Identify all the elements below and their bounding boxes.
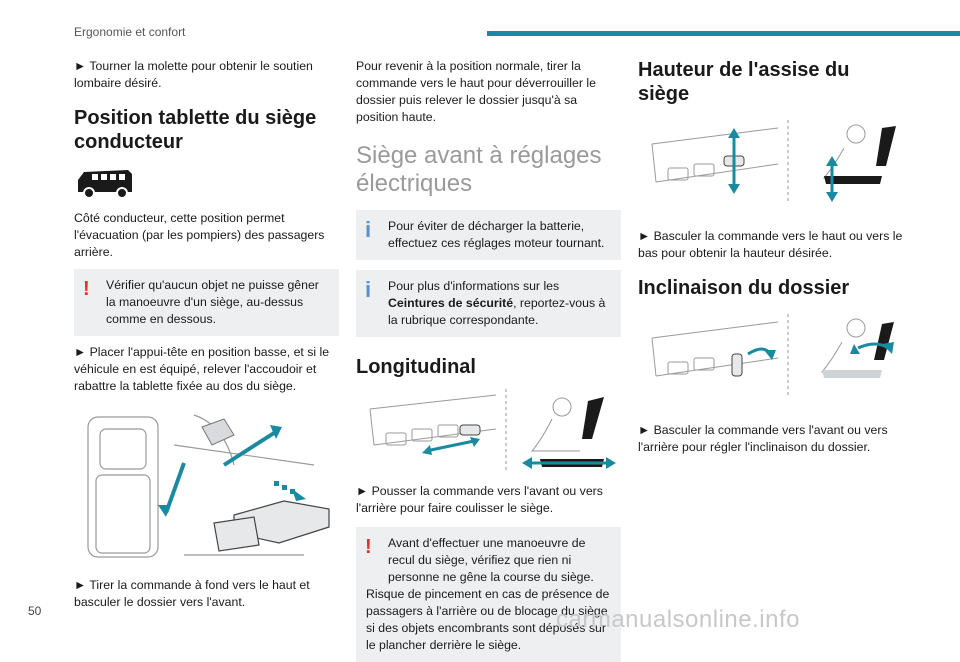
longitudinal-illustration [356,389,621,471]
page-number: 50 [28,604,42,618]
pull-handle-step: ► Tirer la commande à fond vers le haut … [74,578,310,609]
longitudinal-heading: Longitudinal [356,356,476,378]
backrest-tilt-illustration [638,314,903,398]
van-icon [74,166,339,208]
column-3: Hauteur de l'assise du siège ► Basculer … [638,58,903,456]
info-box-seatbelts: i Pour plus d'informations sur les Ceint… [356,270,621,337]
watermark-text: carmanualsonline.info [556,606,800,633]
column-1: ► Tourner la molette pour obtenir le sou… [74,58,339,611]
column-2: Pour revenir à la position normale, tire… [356,58,621,662]
backrest-tilt-step: ► Basculer la commande vers l'avant ou v… [638,423,888,454]
evacuation-text: Côté conducteur, cette position permet l… [74,211,325,259]
return-normal-text: Pour revenir à la position normale, tire… [356,59,596,124]
warning-text: Vérifier qu'aucun objet ne puisse gêner … [106,278,319,326]
backrest-tilt-heading: Inclinaison du dossier [638,277,850,299]
seatbelts-info-pre: Pour plus d'informations sur les [388,279,560,293]
warning-icon: ! [83,278,90,300]
seat-height-illustration [638,120,903,204]
lumbar-instruction: ► Tourner la molette pour obtenir le sou… [74,59,313,90]
header-accent-bar [487,31,960,36]
headrest-step: ► Placer l'appui-tête en position basse,… [74,345,330,393]
warning-box: ! Vérifier qu'aucun objet ne puisse gêne… [74,269,339,336]
section-title: Ergonomie et confort [74,25,186,39]
seat-height-heading: Hauteur de l'assise du siège [638,59,850,105]
seatbelts-info-text: Pour plus d'informations sur les Ceintur… [366,278,611,329]
warning-box-recul: ! Avant d'effectuer une manoeuvre de rec… [356,527,621,662]
info-icon: i [365,217,372,242]
slide-seat-step: ► Pousser la commande vers l'avant ou ve… [356,484,603,515]
seatbelts-link-text: Ceintures de sécurité [388,296,514,310]
info-box-battery: i Pour éviter de décharger la batterie, … [356,210,621,260]
seatbelts-info-post: , reportez-vous à la rubrique correspond… [388,296,606,327]
recul-warning-text: Avant d'effectuer une manoeuvre de recul… [388,536,594,584]
seat-tablet-illustration [74,405,339,565]
info-icon: i [365,277,372,302]
electric-seat-heading: Siège avant à réglages électriques [356,142,602,197]
battery-info-text: Pour éviter de décharger la batterie, ef… [388,219,605,250]
seat-height-step: ► Basculer la commande vers le haut ou v… [638,229,903,260]
warning-icon: ! [365,536,372,558]
tablet-position-heading: Position tablette du siège conducteur [74,107,317,153]
